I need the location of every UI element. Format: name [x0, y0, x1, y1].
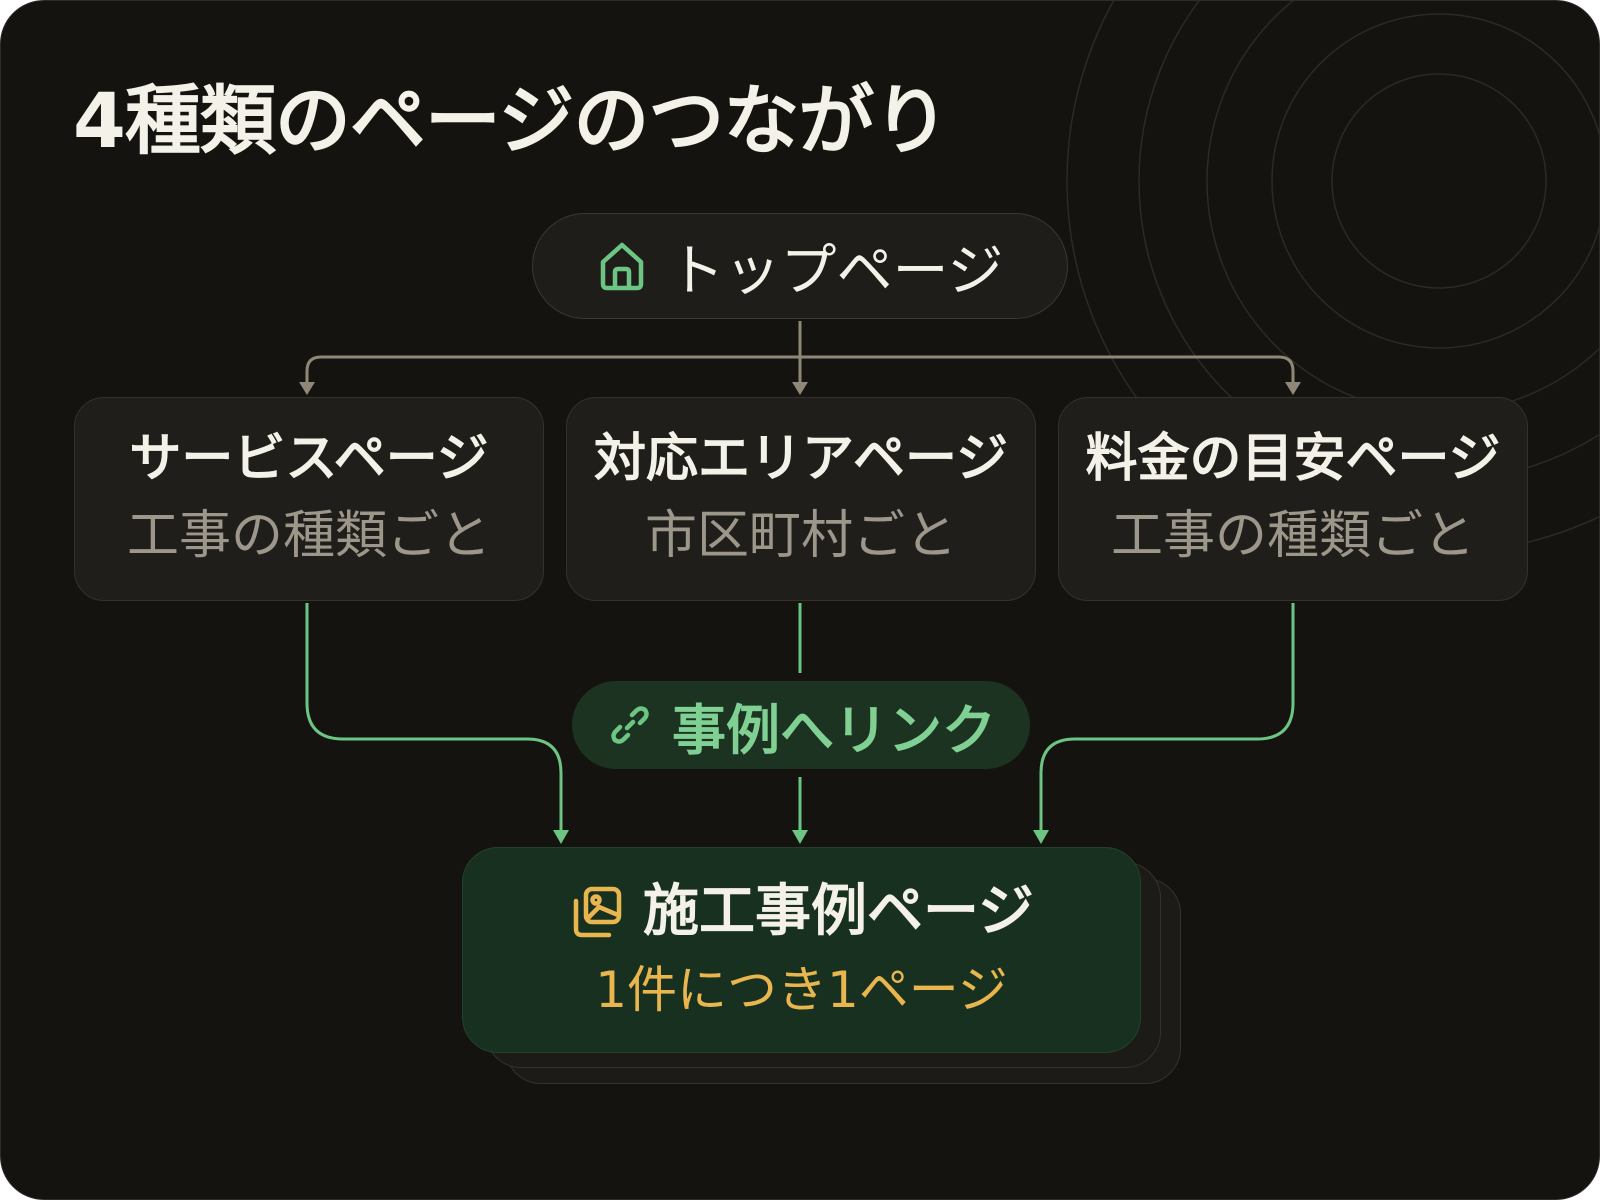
service-page-subtitle: 工事の種類ごと [126, 506, 491, 566]
page-title: 4種類のページのつながり [73, 76, 949, 165]
link-icon [606, 701, 654, 749]
link-to-cases-badge: 事例へリンク [572, 681, 1030, 769]
top-page-label: トップページ [668, 238, 1004, 304]
area-page-subtitle: 市区町村ごと [644, 506, 957, 566]
gallery-icon [569, 885, 623, 939]
pricing-page-subtitle: 工事の種類ごと [1110, 506, 1475, 566]
home-icon [597, 240, 647, 292]
case-page-node: 施工事例ページ 1件につき1ページ [462, 847, 1141, 1053]
area-page-title: 対応エリアページ [594, 429, 1008, 489]
case-page-title: 施工事例ページ [643, 879, 1034, 944]
area-page-node: 対応エリアページ 市区町村ごと [566, 397, 1036, 601]
service-page-title: サービスページ [129, 429, 489, 489]
service-page-node: サービスページ 工事の種類ごと [74, 397, 544, 601]
pricing-page-node: 料金の目安ページ 工事の種類ごと [1058, 397, 1528, 601]
link-badge-label: 事例へリンク [672, 698, 996, 762]
top-page-node: トップページ [532, 213, 1068, 319]
case-page-subtitle: 1件につき1ページ [595, 961, 1008, 1019]
pricing-page-title: 料金の目安ページ [1085, 429, 1501, 489]
